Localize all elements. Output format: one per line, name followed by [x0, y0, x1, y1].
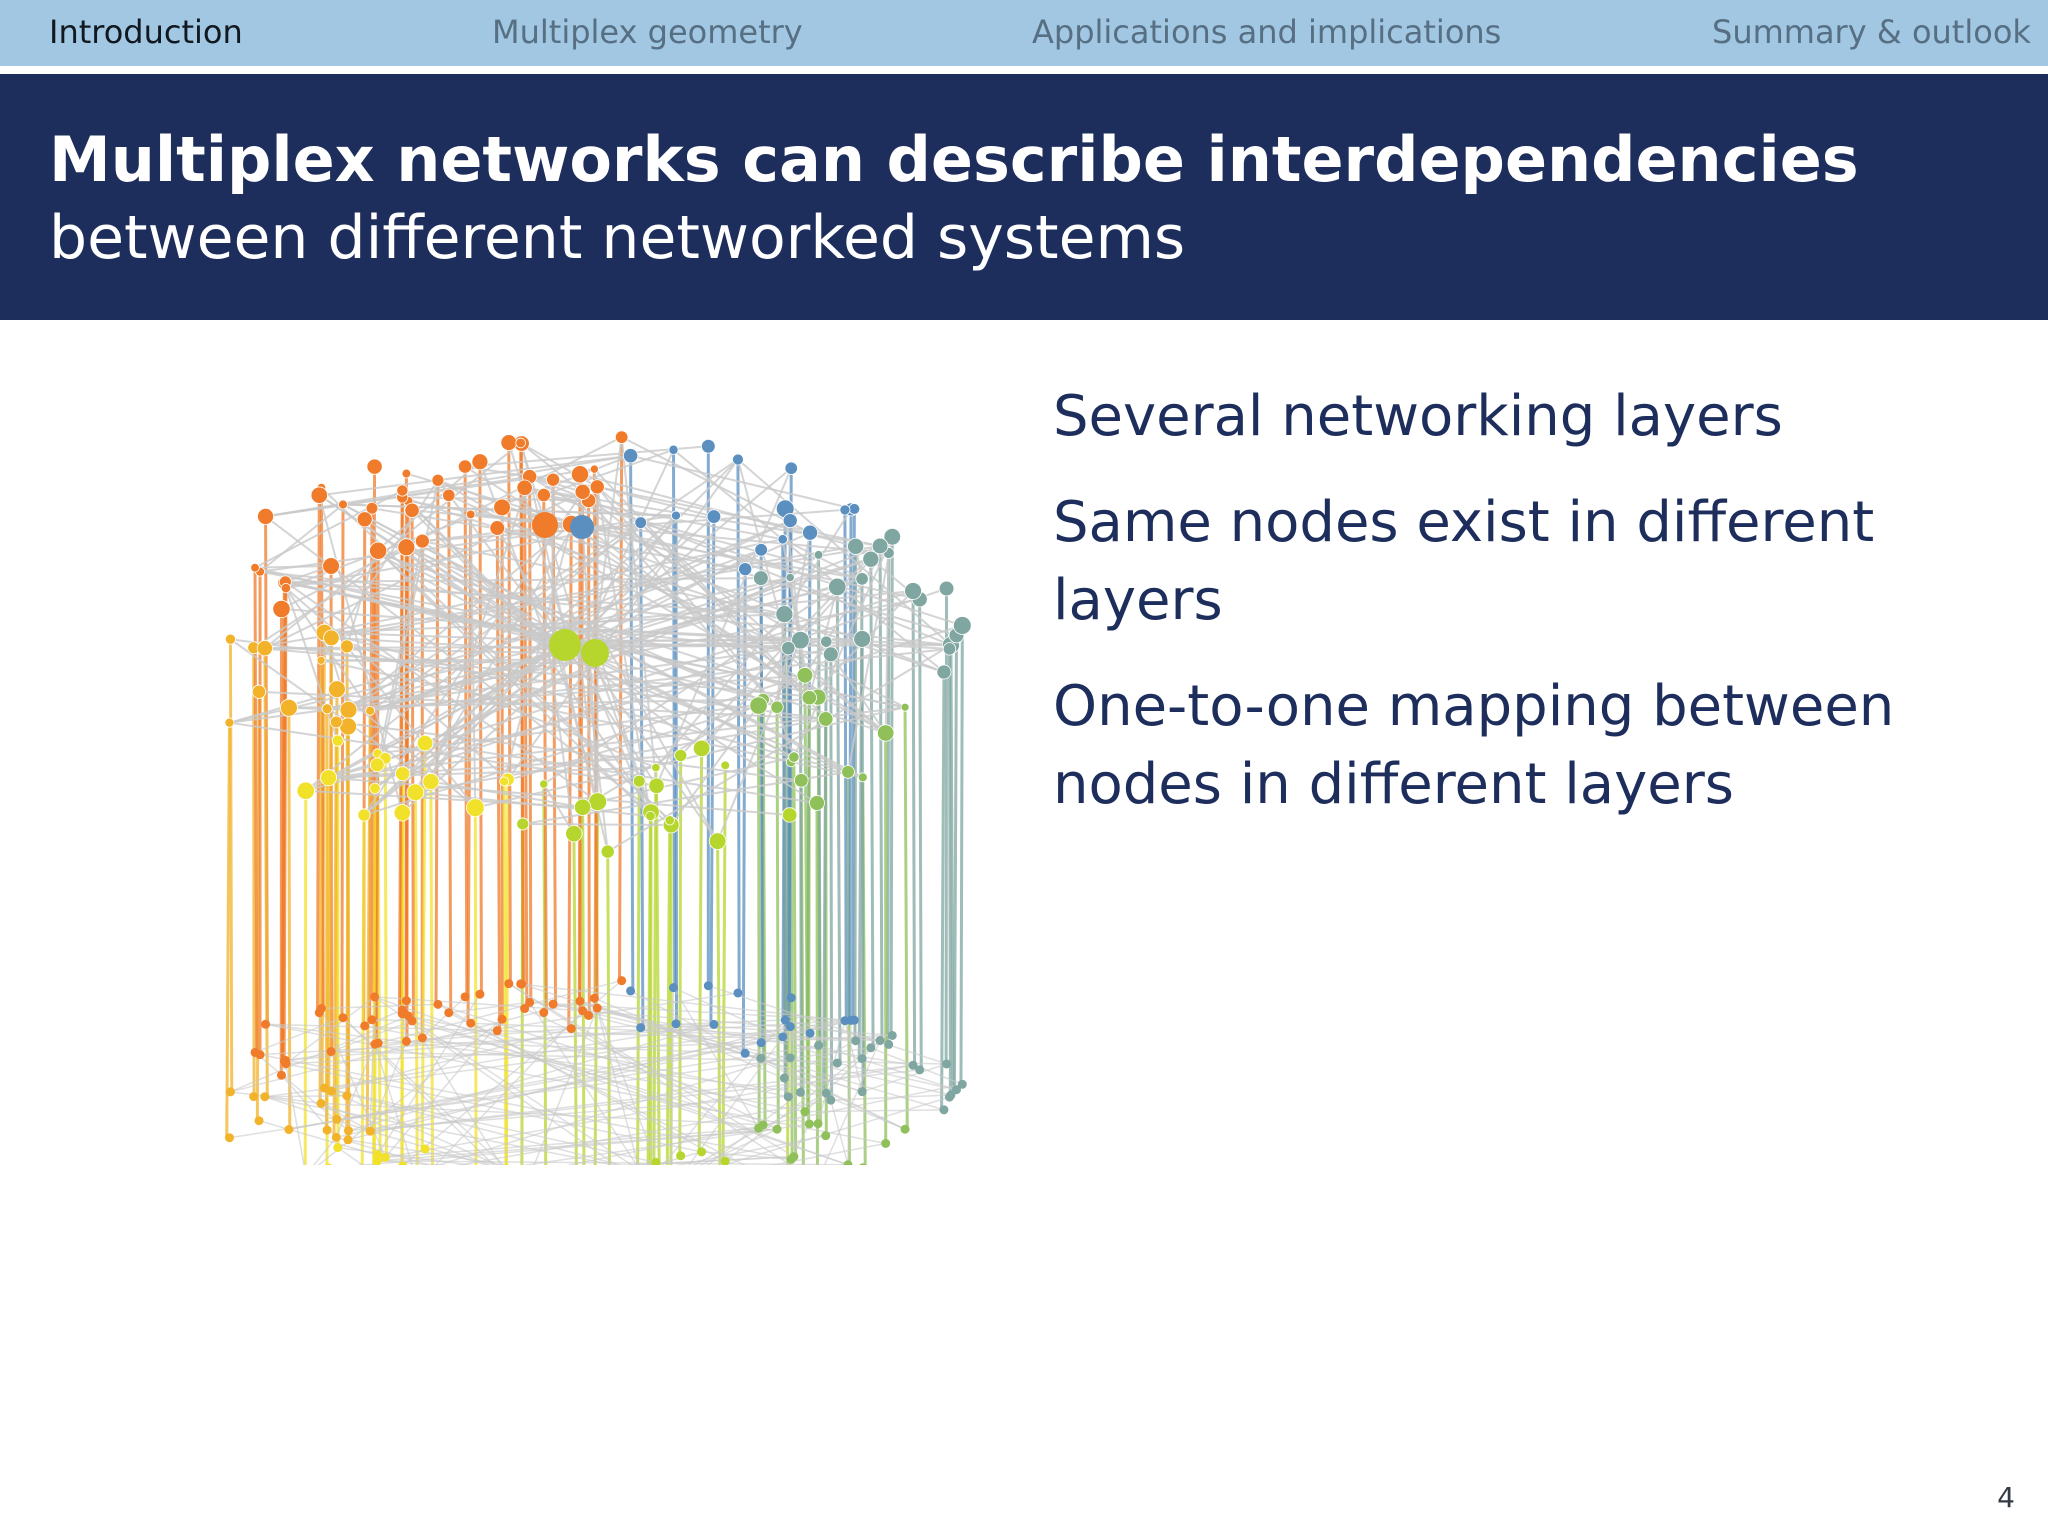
nav-item-multiplex-geometry[interactable]: Multiplex geometry — [492, 13, 803, 51]
page-number: 4 — [1997, 1481, 2015, 1514]
nav-divider — [0, 66, 2048, 74]
multiplex-network-figure — [150, 385, 1000, 1214]
bullet-item: Several networking layers — [1053, 384, 1783, 449]
bullet-list: Several networking layers Same nodes exi… — [1053, 378, 1973, 852]
bullet-item: Same nodes exist in different layers — [1053, 490, 1875, 633]
nav-item-summary-outlook[interactable]: Summary & outlook — [1712, 13, 2031, 51]
section-nav-bar: Introduction Multiplex geometry Applicat… — [0, 0, 2048, 66]
nav-item-applications[interactable]: Applications and implications — [1032, 13, 1502, 51]
multiplex-network-image — [224, 430, 972, 1214]
slide-title-bar: Multiplex networks can describe interdep… — [0, 74, 2048, 320]
bullet-item: One-to-one mapping between nodes in diff… — [1053, 674, 1895, 817]
nav-item-introduction[interactable]: Introduction — [49, 13, 243, 51]
slide-subtitle: between different networked systems — [49, 203, 1186, 273]
slide-title: Multiplex networks can describe interdep… — [49, 123, 1859, 196]
